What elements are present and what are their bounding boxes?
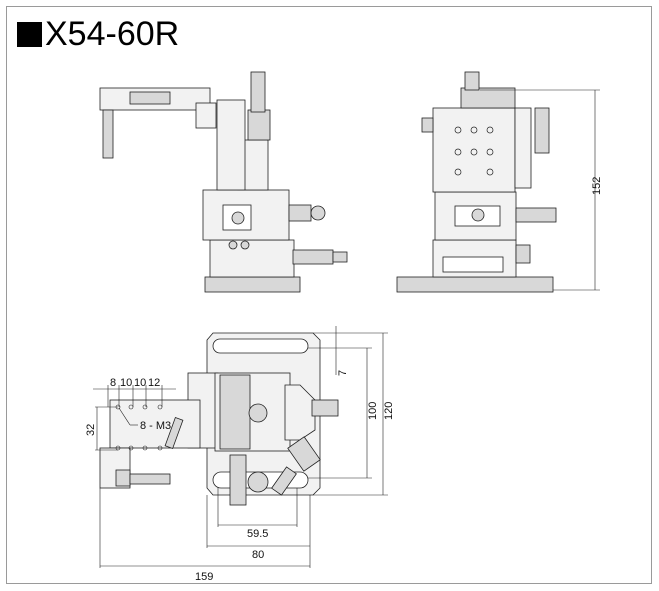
dim-label-8: 8 <box>110 377 116 389</box>
side-upper-stage <box>432 107 516 193</box>
dim-label-152: 152 <box>591 177 603 195</box>
bottom-arm-plate <box>109 399 201 449</box>
front-view <box>99 71 348 293</box>
dim-label-12: 12 <box>148 377 160 389</box>
side-view: 152 <box>396 71 603 293</box>
drawing-title: X54-60R <box>17 14 179 54</box>
dim-label-7: 7 <box>337 370 349 376</box>
model-number: X54-60R <box>45 15 180 53</box>
dim-label-100: 100 <box>367 402 379 420</box>
front-lower-stage <box>209 239 295 278</box>
title-marker-icon <box>17 21 42 47</box>
dim-label-80: 80 <box>252 549 264 561</box>
front-base-plate <box>204 276 301 293</box>
front-micrometer <box>250 71 266 113</box>
dim-label-159: 159 <box>195 571 213 583</box>
dim-label-10b: 10 <box>134 377 146 389</box>
top-slot <box>212 338 309 354</box>
dim-label-10a: 10 <box>120 377 132 389</box>
drawing-frame <box>6 6 652 584</box>
bottom-view: 8 10 10 12 8 - M3 32 159 80 59.5 100 120… <box>85 326 395 583</box>
dim-label-32: 32 <box>85 424 97 436</box>
side-base-plate <box>396 276 554 293</box>
dim-label-8-m3: 8 - M3 <box>140 420 171 432</box>
dim-label-120: 120 <box>383 402 395 420</box>
dim-label-59-5: 59.5 <box>247 528 268 540</box>
